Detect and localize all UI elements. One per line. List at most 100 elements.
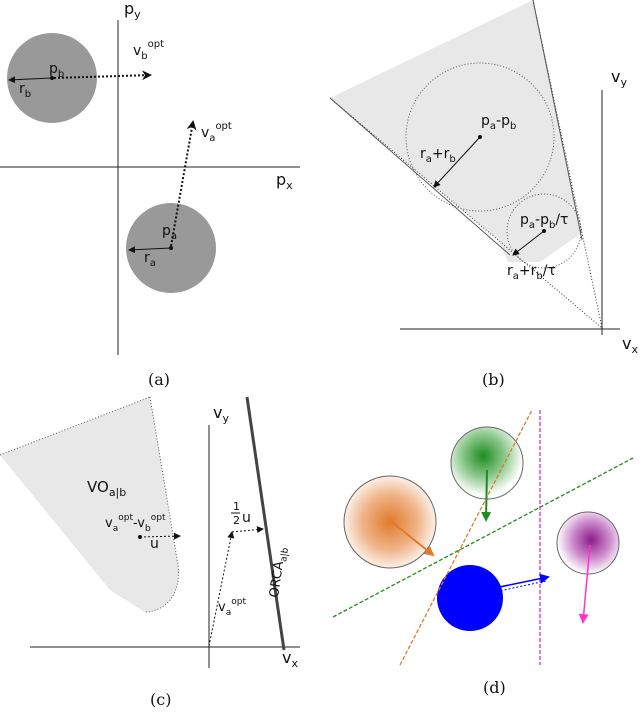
svg-text:vaopt: vaopt [218,597,246,618]
svg-text:vx: vx [282,648,298,670]
half-num: 1 [233,500,240,513]
velocity-obstacle-cone [330,0,580,262]
svg-text:py: py [124,0,141,21]
cone-edge-right [532,0,603,329]
vy-label-b: v [611,67,620,86]
rsumt-r1: r [507,263,513,279]
rb-label: r [19,81,25,97]
pb-label: p [49,61,58,77]
vy-label-b-sub: y [620,76,627,89]
vy-label-c-sub: y [222,412,229,425]
diff-p1: p [481,113,490,129]
caption-a: (a) [148,370,170,389]
vo-label: VO [87,478,109,496]
rsumt-t: /τ [543,263,556,279]
panel-b: vy vx pa-pb ra+rb pa-pb/τ ra+rb/τ (b) [329,0,638,389]
blue-agent [437,565,503,631]
difft-p1: p [520,212,529,228]
va-opt-arrow-c [208,531,235,647]
cone-edge-left-solid [329,97,511,256]
svg-text:pa-pb: pa-pb [481,113,516,132]
truncation-disc [506,193,582,269]
rsum-s1: a [426,154,432,165]
svg-text:px: px [276,170,293,192]
svg-text:pa: pa [162,223,177,242]
ra-rb-radius [433,136,481,188]
panel-a: py px pb rb vbopt pa ra vaopt (a) [0,0,300,389]
vy-label-c: v [213,403,222,422]
ra-label: r [144,250,150,266]
vx-label-c-sub: x [291,657,298,670]
vo-region [0,397,179,612]
svg-text:vbopt: vbopt [133,39,164,62]
svg-text:vy: vy [213,403,229,425]
difft-t: /τ [555,212,568,228]
diff-s2: b [510,121,516,132]
orca-halfplane-line [245,396,286,651]
vd-sup2: opt [151,513,166,523]
vd-sup1: opt [118,513,133,523]
rsumt-m: +r [519,263,537,279]
rsum-s2: b [449,154,455,165]
va-label: v [201,125,209,141]
svg-text:vx: vx [622,334,638,356]
orange-velocity-arrow [391,521,435,557]
vd-s1: a [113,524,119,534]
va-label-sub: a [209,133,215,144]
pb-point [50,76,54,80]
va-c-sup: opt [231,597,246,607]
panel-d: (d) [332,409,634,697]
rsumt-s2: b [536,271,542,282]
vb-label-sup: opt [148,39,164,50]
vd-v1: v [105,516,113,531]
diff-s1: a [490,121,496,132]
pa-label-sub: a [171,231,177,242]
caption-d: (d) [483,678,506,697]
half-u-label: u [242,510,251,526]
svg-text:vaopt: vaopt [201,121,232,144]
vx-label-b-sub: x [631,343,638,356]
svg-text:ra+rb: ra+rb [420,146,456,165]
svg-text:rb: rb [19,81,31,100]
green-orca-line [332,457,634,618]
vo-label-sub: a|b [109,486,126,499]
py-label-sub: y [134,8,141,21]
caption-c: (c) [150,690,171,709]
ra-label-sub: a [150,258,156,269]
vx-label-c: v [282,648,291,667]
rsum-r1: r [420,146,426,162]
ra-radius [128,246,172,254]
half-u-arrow [231,526,264,534]
orange-agent [343,475,437,569]
svg-text:ra+rb/τ: ra+rb/τ [507,263,556,282]
va-c-sub: a [226,608,232,618]
orca-label-sub: a|b [279,547,291,563]
va-label-sup: opt [215,121,231,132]
large-relative-disc [405,62,555,212]
svg-text:vaopt-vbopt: vaopt-vbopt [105,513,166,534]
difft-s1: a [529,220,535,231]
rb-label-sub: b [25,89,31,100]
caption-b: (b) [482,370,505,389]
vb-opt-arrow [53,70,152,81]
difft-s2: b [549,220,555,231]
orca-label: ORCA [267,560,287,598]
pa-label: p [162,223,171,239]
magenta-velocity-arrow [578,544,591,624]
rb-radius [8,76,53,84]
py-label: p [124,0,134,18]
vd-m: -v [133,516,145,531]
diff-m: -p [496,113,510,129]
rsum-m: +r [432,146,450,162]
svg-text:vy: vy [611,67,627,89]
svg-text:VOa|b: VOa|b [87,478,126,499]
vd-s2: b [145,524,151,534]
pa-point [169,246,173,250]
px-label-sub: x [286,179,293,192]
va-opt-arrow [170,120,197,247]
green-velocity-arrow [481,469,492,522]
vb-label: v [133,43,141,59]
px-label: p [276,170,286,189]
panel-c: vy vx ORCAa|b VOa|b vaopt-vbopt u 1 2 u … [0,396,300,709]
vx-label-b: v [622,334,631,353]
